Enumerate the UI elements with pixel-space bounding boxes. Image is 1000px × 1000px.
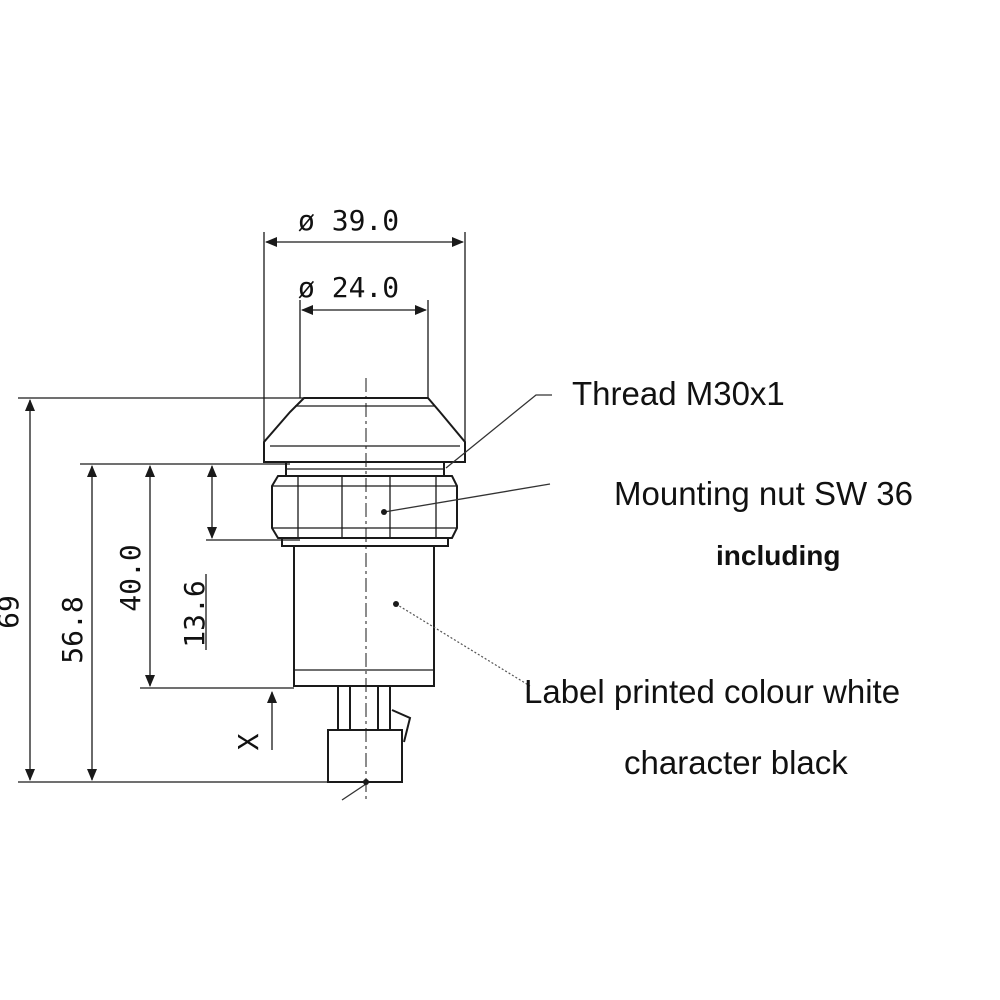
switch-body [293,545,435,687]
dim-x-mark: X [232,733,265,750]
dim-body-length: 40.0 [114,544,147,611]
dimension-labels: ø 39.0 ø 24.0 69 56.8 40.0 13.6 X [0,204,399,750]
callout-thread: Thread M30x1 [572,375,785,412]
callout-label-line2: character black [624,744,848,781]
callout-label-line1: Label printed colour white [524,673,900,710]
terminal-pin-left [337,685,351,731]
washer [281,537,449,547]
callout-including: including [716,540,840,571]
leader-nut [383,483,551,513]
callouts: Thread M30x1 Mounting nut SW 36 includin… [524,375,913,781]
dimension-lines [25,237,464,781]
terminal-tab [391,709,412,743]
mounting-nut [271,475,458,539]
connector-block [327,729,403,783]
component-outline [263,378,466,801]
leader-label [395,603,531,687]
terminal-pin-right [377,685,391,731]
extension-lines [18,232,466,783]
dim-diameter-inner: ø 24.0 [298,271,399,304]
leader-lines [381,394,552,687]
dim-overall-height: 69 [0,595,25,629]
leader-thread [445,394,552,469]
dim-diameter-outer: ø 39.0 [298,204,399,237]
dim-height-to-nut: 56.8 [56,596,89,663]
callout-mounting-nut: Mounting nut SW 36 [614,475,913,512]
actuator-head [263,397,466,463]
